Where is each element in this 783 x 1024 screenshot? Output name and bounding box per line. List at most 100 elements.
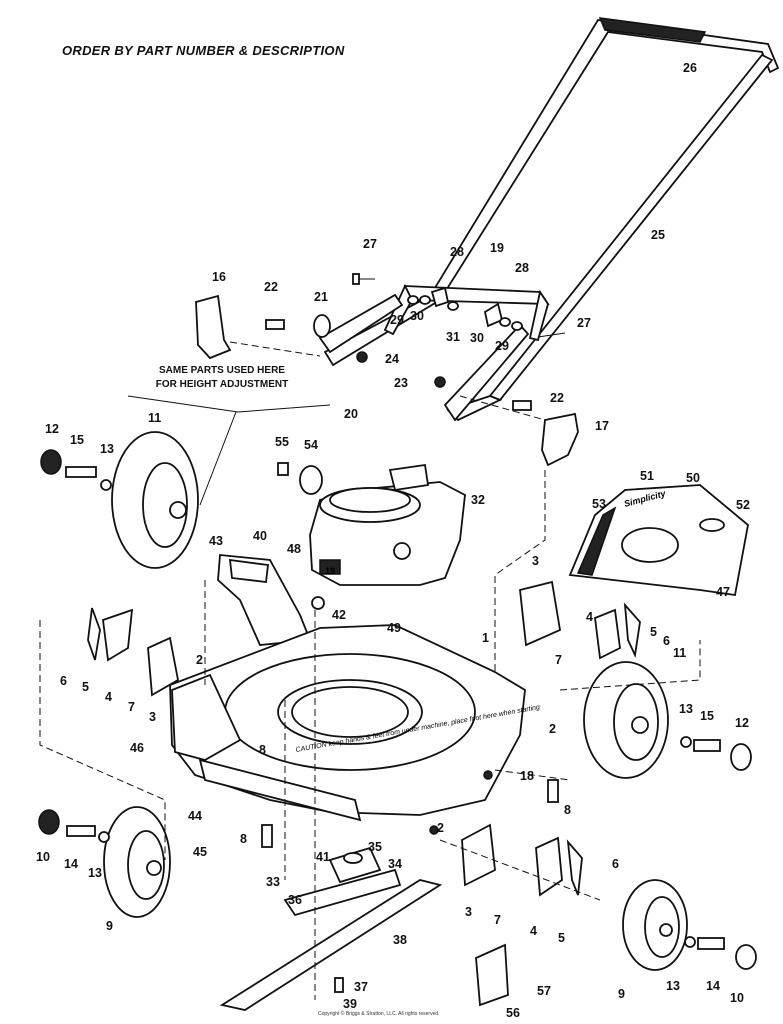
callout: 22 [550, 391, 564, 405]
callout: 9 [618, 987, 625, 1001]
callout: 12 [45, 422, 59, 436]
callout: 30 [470, 331, 484, 345]
height-adjusters [87, 580, 641, 1007]
callout: 33 [266, 875, 280, 889]
callout: 13 [666, 979, 680, 993]
callout: 5 [558, 931, 565, 945]
callout: 6 [60, 674, 67, 688]
callout: 43 [209, 534, 223, 548]
callout: 26 [683, 61, 697, 75]
callout: 11 [673, 646, 686, 660]
note-line-1: SAME PARTS USED HERE [159, 365, 285, 376]
callout: 7 [494, 913, 501, 927]
callout: 2 [196, 653, 203, 667]
wheel-rear-left [111, 431, 199, 569]
callout: 3 [149, 710, 156, 724]
callout: 13 [100, 442, 114, 456]
callout: 53 [592, 497, 606, 511]
handle-bracket-left [195, 294, 232, 360]
callout: 36 [288, 893, 302, 907]
callout: 2 [549, 722, 556, 736]
callout: 28 [450, 245, 464, 259]
callout: 15 [70, 433, 84, 447]
wheel-hardware [38, 449, 757, 970]
callout: 25 [651, 228, 665, 242]
callout: 18 [520, 769, 534, 783]
mower-blade [219, 879, 443, 1011]
callout: 7 [128, 700, 135, 714]
callout: 3 [465, 905, 472, 919]
callout: 34 [388, 857, 402, 871]
callout: 14 [706, 979, 720, 993]
callout: 9 [106, 919, 113, 933]
deflector-plate [228, 558, 269, 583]
wheel-rear-right [583, 661, 669, 779]
wheel-front-right [622, 879, 688, 971]
callout: 56 [506, 1006, 520, 1020]
callout: 23 [394, 376, 408, 390]
callout: 38 [393, 933, 407, 947]
callout: 27 [363, 237, 377, 251]
engine-part-54 [299, 465, 323, 495]
callout: 37 [354, 980, 368, 994]
callout: 4 [586, 610, 593, 624]
callout: 30 [410, 309, 424, 323]
callout: 10 [36, 850, 50, 864]
callout: 15 [700, 709, 714, 723]
callout: 6 [663, 634, 670, 648]
callout: 55 [275, 435, 289, 449]
callout: 35 [368, 840, 382, 854]
callout: 29 [390, 313, 404, 327]
engine-displacement-label: 19 [325, 566, 335, 576]
callout-labels: 1 2 2 2 3 3 3 4 4 4 5 5 5 6 6 6 7 7 7 8 … [36, 61, 750, 1020]
engine-bolt-55 [277, 462, 289, 476]
callout: 29 [495, 339, 509, 353]
callout: 4 [105, 690, 112, 704]
callout: 8 [564, 803, 571, 817]
callout: 22 [264, 280, 278, 294]
callout: 10 [730, 991, 744, 1005]
callout: 7 [555, 653, 562, 667]
callout: 50 [686, 471, 700, 485]
height-adjustment-note: SAME PARTS USED HERE FOR HEIGHT ADJUSTME… [132, 364, 312, 392]
callout: 28 [515, 261, 529, 275]
callout: 19 [490, 241, 504, 255]
blade-adapter [328, 846, 382, 884]
order-instruction-header: ORDER BY PART NUMBER & DESCRIPTION [62, 43, 345, 58]
callout: 5 [650, 625, 657, 639]
callout: 12 [735, 716, 749, 730]
callout: 49 [387, 621, 401, 635]
callout: 11 [148, 411, 161, 425]
callout: 17 [595, 419, 609, 433]
copyright-notice: Copyright © Briggs & Stratton, LLC. All … [318, 1011, 440, 1017]
callout: 41 [316, 850, 330, 864]
callout: 3 [532, 554, 539, 568]
engine-bolt-42 [311, 596, 325, 610]
handle-hardware [265, 273, 566, 411]
callout: 47 [716, 585, 730, 599]
callout: 52 [736, 498, 750, 512]
mower-deck [169, 624, 526, 822]
callout: 14 [64, 857, 78, 871]
callout: 6 [612, 857, 619, 871]
callout: 8 [240, 832, 247, 846]
handle-bracket-right [541, 412, 579, 467]
blade-stiffener [283, 868, 402, 917]
callout: 54 [304, 438, 318, 452]
upper-handle-assembly [323, 17, 780, 422]
callout: 1 [482, 631, 489, 645]
callout: 32 [471, 493, 485, 507]
callout: 39 [343, 997, 357, 1011]
callout: 46 [130, 741, 144, 755]
callout: 51 [640, 469, 654, 483]
engine [309, 463, 466, 586]
rear-grass-shield [568, 484, 749, 597]
blade-bolt [334, 977, 344, 993]
callout: 13 [88, 866, 102, 880]
callout: 21 [314, 290, 328, 304]
callout: 24 [385, 352, 399, 366]
callout: 40 [253, 529, 267, 543]
callout: 57 [537, 984, 551, 998]
